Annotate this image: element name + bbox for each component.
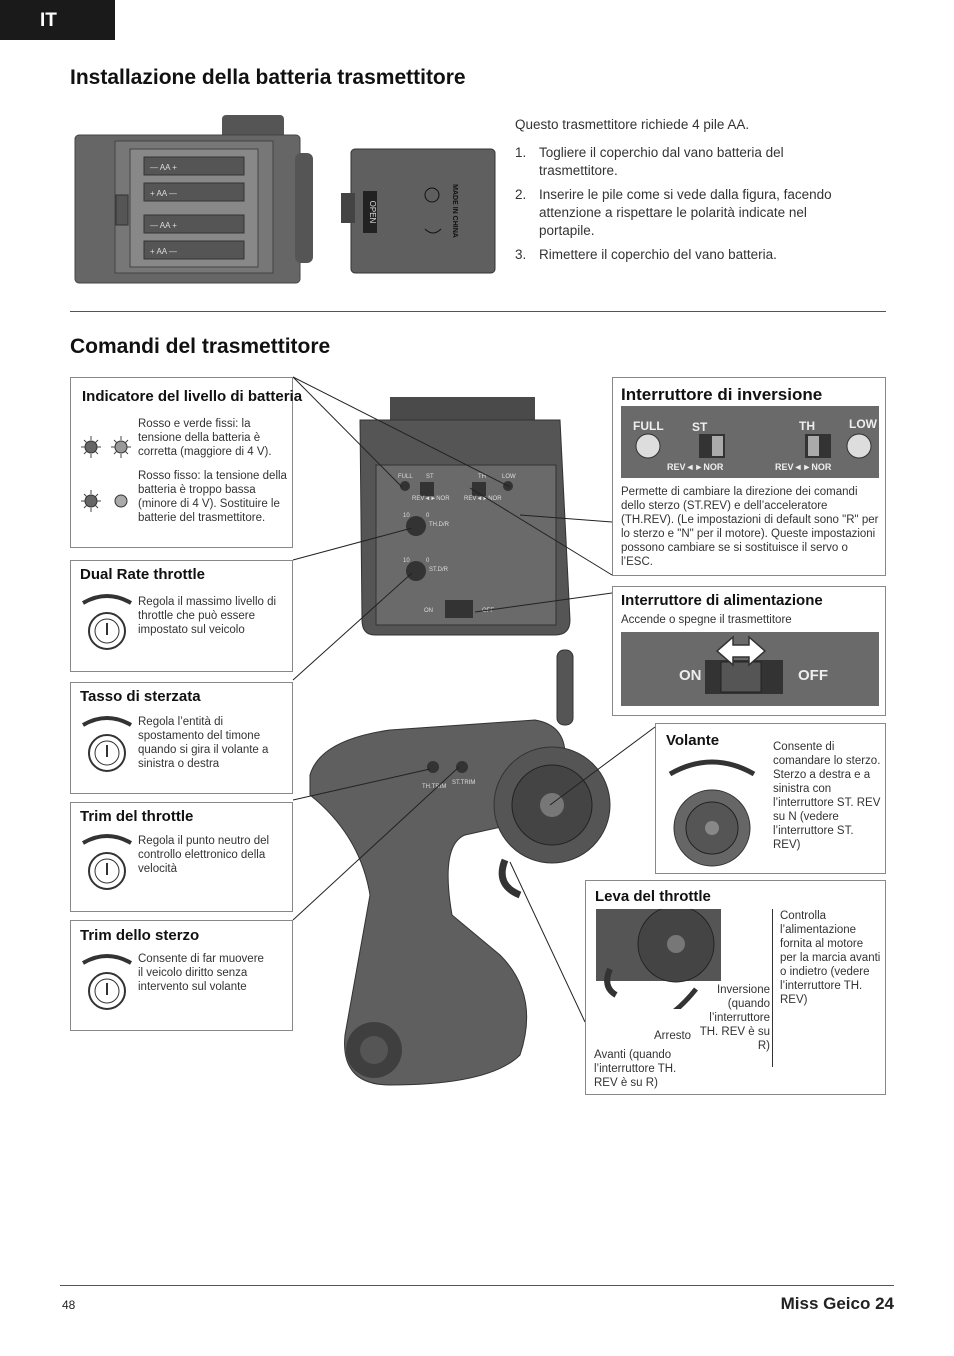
rev-full-label: FULL — [633, 419, 664, 433]
panel-on-label: ON — [424, 608, 433, 614]
throttle-lever-illustration — [596, 909, 721, 1009]
power-switch-box: Interruttore di alimentazione Accende o … — [612, 586, 886, 716]
install-step: 3.Rimettere il coperchio del vano batter… — [515, 247, 777, 262]
panel-sttrim-label: ST.TRIM — [452, 780, 475, 786]
steering-wheel-icon — [668, 759, 756, 867]
wheel-box: Volante Consente di comandare lo sterzo.… — [655, 723, 886, 874]
led-red-icon — [81, 436, 101, 458]
throttle-lever-text: Controlla l’alimentazione fornita al mot… — [780, 910, 881, 1006]
wheel-title: Volante — [666, 732, 720, 749]
dual-rate-throttle-box: Dual Rate throttle Regola il massimo liv… — [70, 560, 293, 672]
install-step: 2.Inserire le pile come si vede dalla fi… — [515, 187, 832, 238]
transmitter-illustration: FULL ST TH LOW REV◄►NOR REV◄►NOR 10 0 TH… — [309, 397, 611, 1086]
power-switch-panel: ON OFF — [621, 632, 879, 706]
knob-icon — [81, 954, 133, 1010]
throttle-trim-title: Trim del throttle — [80, 808, 194, 825]
throttle-lever-title: Leva del throttle — [595, 888, 711, 905]
power-switch-text: Accende o spegne il trasmettitore — [621, 614, 792, 626]
power-switch-title: Interruttore di alimentazione — [621, 592, 823, 609]
cover-made-label: MADE IN CHINA — [451, 184, 458, 238]
panel-ten-label: 10 — [403, 558, 410, 564]
throttle-lever-box: Leva del throttle Controlla l’alimentazi… — [585, 880, 886, 1095]
panel-st-label: ST — [426, 474, 434, 480]
throttle-forward-text: Avanti (quando l’interruttore TH. REV è … — [594, 1049, 677, 1089]
power-on-label: ON — [679, 667, 702, 684]
language-tab: IT — [0, 0, 115, 40]
led-icons — [81, 436, 131, 512]
panel-stdr-label: ST.D/R — [429, 567, 449, 573]
svg-text:— AA +: — AA + — [150, 163, 177, 172]
throttle-trim-box: Trim del throttle Regola il punto neutro… — [70, 802, 293, 912]
throttle-reverse-text: Inversione (quando l’interruttore TH. RE… — [699, 984, 770, 1052]
transmitter-back-illustration: — AA + + AA — — AA + + AA — — [74, 115, 313, 284]
panel-th-label: TH — [478, 474, 486, 480]
panel-off-label: OFF — [482, 608, 494, 614]
install-steps: 1.Togliere il coperchio dal vano batteri… — [515, 144, 835, 264]
power-off-label: OFF — [798, 667, 828, 684]
svg-text:+ AA —: + AA — — [150, 189, 177, 198]
section-divider — [70, 311, 886, 312]
panel-ten-label: 10 — [403, 513, 410, 519]
steering-trim-title: Trim dello sterzo — [80, 927, 200, 944]
led-off-icon — [114, 494, 128, 508]
reverse-switch-panel: FULL ST TH LOW REV◄►NOR REV◄►NOR — [621, 406, 879, 478]
throttle-stop-text: Arresto — [654, 1030, 692, 1042]
panel-zero-label: 0 — [426, 513, 430, 519]
footer-title: Miss Geico 24 — [780, 1294, 894, 1313]
knob-icon — [81, 594, 133, 650]
battery-indicator-ok-text: Rosso e verde fissi: la tensione della b… — [138, 418, 272, 458]
wheel-text: Consente di comandare lo sterzo. Sterzo … — [773, 741, 881, 851]
svg-text:+ AA —: + AA — — [150, 247, 177, 256]
rev-th-label: TH — [799, 419, 815, 433]
panel-thtrim-label: TH.TRIM — [422, 784, 446, 790]
steering-rate-text: Regola l’entità di spostamento del timon… — [138, 716, 269, 770]
panel-full-label: FULL — [398, 474, 413, 480]
panel-thdr-label: TH.D/R — [429, 522, 450, 528]
install-instructions: Questo trasmettitore richiede 4 pile AA.… — [515, 116, 835, 270]
steering-rate-title: Tasso di sterzata — [80, 688, 201, 705]
led-red-icon — [81, 490, 101, 512]
panel-low-label: LOW — [502, 474, 516, 480]
led-green-icon — [111, 436, 131, 458]
section-title-battery: Installazione della batteria trasmettito… — [70, 66, 466, 89]
reverse-switch-text: Permette di cambiare la direzione dei co… — [621, 486, 879, 568]
steering-rate-box: Tasso di sterzata Regola l’entità di spo… — [70, 682, 293, 794]
install-intro: Questo trasmettitore richiede 4 pile AA. — [515, 117, 750, 132]
page-number: 48 — [62, 1298, 76, 1312]
battery-cover-illustration: OPEN MADE IN CHINA — [341, 148, 496, 274]
rev-low-label: LOW — [849, 417, 878, 431]
reverse-switch-box: Interruttore di inversione FULL ST TH LO… — [612, 377, 886, 576]
svg-text:— AA +: — AA + — [150, 221, 177, 230]
reverse-switch-title: Interruttore di inversione — [621, 385, 823, 404]
steering-trim-text: Consente di far muovere il veicolo dirit… — [138, 953, 264, 993]
rev-st-revnor: REV◄►NOR — [667, 462, 724, 472]
footer-rule — [60, 1285, 894, 1286]
steering-trim-box: Trim dello sterzo Consente di far muover… — [70, 920, 293, 1031]
dual-rate-text: Regola il massimo livello di throttle ch… — [138, 596, 277, 636]
rev-th-revnor: REV◄►NOR — [775, 462, 832, 472]
panel-st-revnor: REV◄►NOR — [412, 496, 450, 502]
install-step: 1.Togliere il coperchio dal vano batteri… — [515, 145, 784, 178]
panel-zero-label: 0 — [426, 558, 430, 564]
throttle-lever-divider — [772, 909, 773, 1067]
double-arrow-icon — [715, 635, 767, 667]
section-title-controls: Comandi del trasmettitore — [70, 335, 331, 358]
dual-rate-title: Dual Rate throttle — [80, 566, 206, 583]
rev-st-label: ST — [692, 420, 708, 434]
knob-icon — [81, 716, 133, 772]
battery-indicator-title: Indicatore del livello di batteria — [82, 388, 303, 405]
battery-indicator-low-text: Rosso fisso: la tensione della batteria … — [138, 470, 287, 524]
panel-th-revnor: REV◄►NOR — [464, 496, 502, 502]
knob-icon — [81, 834, 133, 890]
throttle-trim-text: Regola il punto neutro del controllo ele… — [138, 835, 270, 875]
battery-indicator-box: Indicatore del livello di batteria Rosso… — [70, 377, 302, 548]
cover-open-label: OPEN — [368, 201, 377, 224]
